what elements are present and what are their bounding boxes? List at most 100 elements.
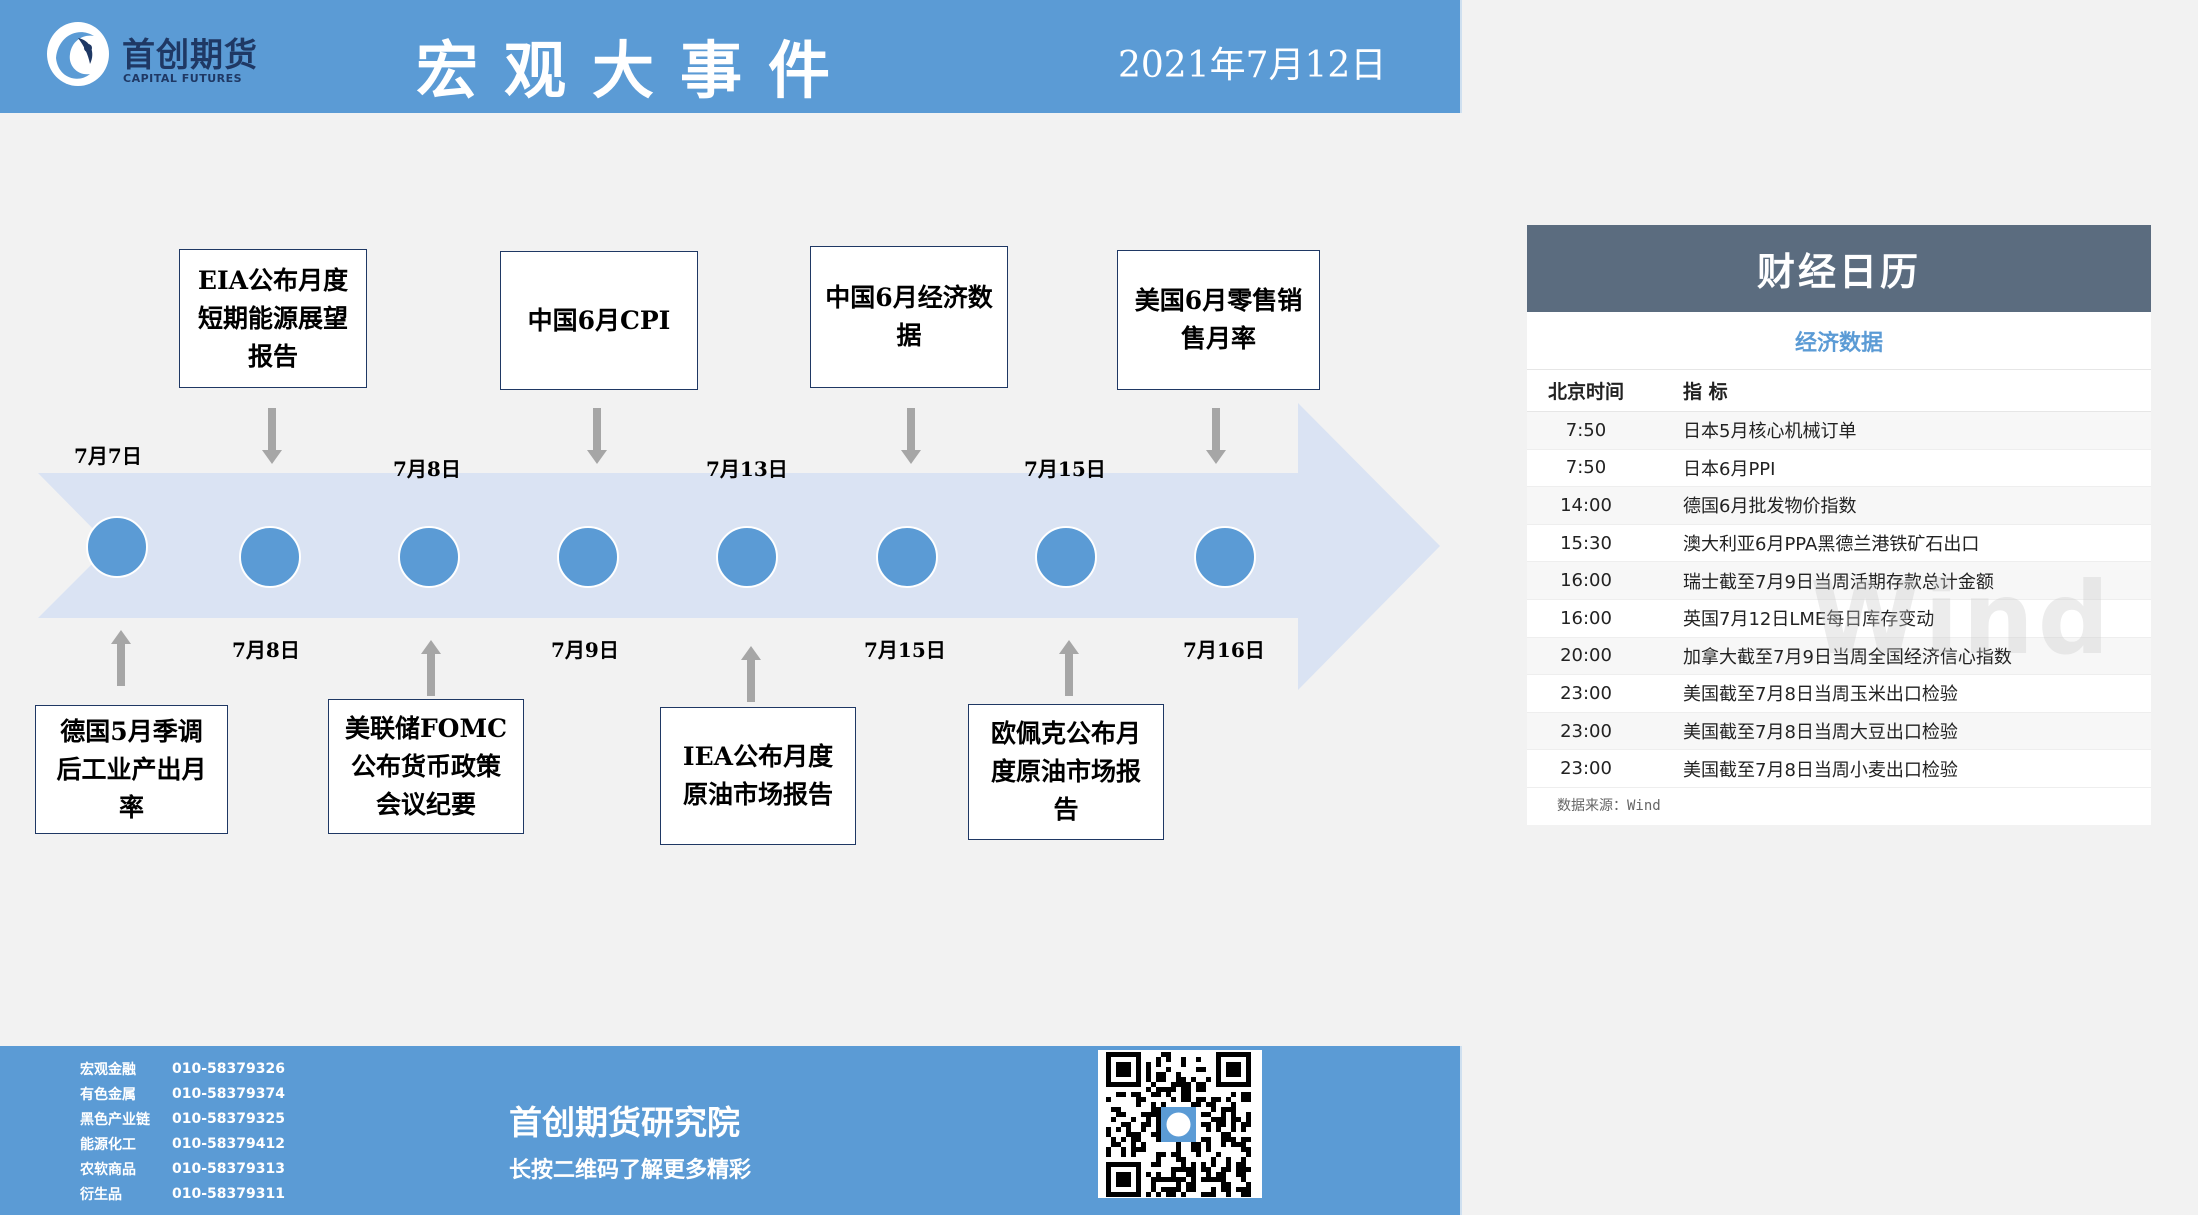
wind-watermark: Wind (1810, 560, 2114, 677)
timeline-node (398, 526, 460, 588)
row-item: 加拿大截至7月9日当周全国经济信心指数 (1683, 646, 2012, 668)
timeline-node (239, 526, 301, 588)
row-item: 澳大利亚6月PPA黑德兰港铁矿石出口 (1683, 534, 1980, 556)
calendar-rows: 7:50 日本5月核心机械订单 7:50 日本6月PPI 14:00 德国6月批发物价… (1527, 412, 2151, 788)
event-text: 据 (896, 321, 922, 350)
calendar-column-headers: 北京时间 指 标 (1527, 370, 2151, 412)
timeline-date-label: 7月9日 (551, 638, 619, 662)
arrow-up-icon (421, 640, 441, 696)
list-item: 农软商品 010-58379313 (80, 1156, 285, 1181)
row-time: 16:00 (1560, 570, 1612, 592)
row-item: 美国截至7月8日当周玉米出口检验 (1683, 684, 1958, 706)
logo-icon (47, 22, 109, 86)
event-text: 后工业产出月 (56, 754, 207, 784)
event-text: 公布货币政策 (350, 751, 501, 781)
contact-phone: 010-58379325 (172, 1110, 285, 1127)
event-text: 美联储FOMC (344, 713, 508, 743)
row-time: 7:50 (1565, 457, 1607, 479)
arrow-down-icon (262, 408, 282, 464)
list-item: 能源化工 010-58379412 (80, 1131, 285, 1156)
row-item: 美国截至7月8日当周小麦出口检验 (1683, 759, 1958, 781)
contact-phone: 010-58379412 (172, 1135, 285, 1152)
row-time: 14:00 (1560, 494, 1612, 516)
contact-phone: 010-58379313 (172, 1160, 285, 1177)
contact-phone: 010-58379311 (172, 1185, 285, 1202)
event-text: 德国5月季调 (60, 716, 203, 746)
row-time: 15:30 (1560, 532, 1612, 554)
event-text: 短期能源展望 (197, 303, 348, 333)
data-source-note: 数据来源：Wind (1557, 797, 1661, 814)
row-item: 美国截至7月8日当周大豆出口检验 (1683, 722, 1958, 744)
event-box: EIA公布月度 短期能源展望 报告 (179, 249, 367, 388)
arrow-down-icon (1206, 408, 1226, 464)
contact-dept: 农软商品 (80, 1161, 136, 1178)
contact-dept: 有色金属 (80, 1086, 136, 1103)
row-item: 日本5月核心机械订单 (1683, 421, 1857, 443)
contact-dept: 能源化工 (80, 1136, 136, 1153)
row-item: 瑞士截至7月9日当周活期存款总计金额 (1683, 571, 1994, 593)
timeline-node (1035, 526, 1097, 588)
calendar-subtitle: 经济数据 (1527, 312, 2151, 370)
event-box: 德国5月季调 后工业产出月 率 (35, 705, 228, 834)
event-text: 欧佩克公布月 (990, 719, 1141, 748)
event-box: 美国6月零售销 售月率 (1117, 250, 1320, 390)
table-row: 20:00 加拿大截至7月9日当周全国经济信心指数 (1527, 637, 2151, 676)
row-item: 德国6月批发物价指数 (1683, 496, 1857, 518)
event-text: 度原油市场报 (990, 757, 1141, 786)
timeline-node (1194, 526, 1256, 588)
table-row: 16:00 瑞士截至7月9日当周活期存款总计金额 (1527, 562, 2151, 600)
row-item: 日本6月PPI (1683, 458, 1776, 480)
event-box: 欧佩克公布月 度原油市场报 告 (968, 704, 1164, 840)
row-item: 英国7月12日LME每日库存变动 (1683, 609, 1935, 631)
footer-title: 首创期货研究院 (509, 1103, 740, 1142)
page-title: 宏观大事件 (416, 34, 857, 107)
event-box: 中国6月CPI (500, 251, 698, 390)
row-time: 7:50 (1565, 419, 1607, 441)
row-time: 23:00 (1560, 720, 1612, 742)
timeline-date-label: 7月15日 (864, 638, 946, 662)
row-time: 23:00 (1560, 758, 1612, 780)
table-row: 16:00 英国7月12日LME每日库存变动 (1527, 600, 2151, 638)
timeline-date-label: 7月15日 (1024, 457, 1106, 481)
table-row: 23:00 美国截至7月8日当周小麦出口检验 (1527, 750, 2151, 788)
calendar-title: 财经日历 (1527, 225, 2151, 312)
arrow-up-icon (1059, 640, 1079, 696)
event-text: EIA公布月度 (197, 265, 349, 295)
qr-code-icon (1106, 1052, 1251, 1197)
timeline-date-label: 7月13日 (706, 457, 788, 481)
table-row: 14:00 德国6月批发物价指数 (1527, 487, 2151, 525)
event-timeline: 7月7日 7月8日 7月13日 7月15日 7月8日 7月9日 7月15日 7月… (35, 246, 1440, 845)
list-item: 宏观金融 010-58379326 (80, 1056, 285, 1081)
row-time: 16:00 (1560, 607, 1612, 629)
report-date: 2021年7月12日 (1118, 45, 1387, 86)
contact-dept: 宏观金融 (80, 1061, 136, 1078)
timeline-date-label: 7月16日 (1183, 638, 1265, 662)
column-header-item: 指 标 (1683, 381, 1728, 403)
event-text: 会议纪要 (375, 789, 476, 819)
table-row: 15:30 澳大利亚6月PPA黑德兰港铁矿石出口 (1527, 525, 2151, 563)
event-text: 中国6月CPI (527, 305, 671, 335)
header-bar: 首创期货 CAPITAL FUTURES 宏观大事件 2021年7月12日 (0, 0, 1462, 113)
timeline-date-label: 7月8日 (232, 638, 300, 662)
timeline-node (86, 516, 148, 578)
company-logo: 首创期货 CAPITAL FUTURES (44, 14, 264, 100)
arrow-up-icon (741, 646, 761, 702)
contact-phone: 010-58379374 (172, 1085, 285, 1102)
arrow-up-icon (111, 630, 131, 686)
event-text: 报告 (247, 341, 298, 371)
table-row: 7:50 日本5月核心机械订单 (1527, 412, 2151, 450)
economic-calendar: 财经日历 经济数据 北京时间 指 标 7:50 日本5月核心机械订单 7:50 日本… (1527, 225, 2151, 825)
contact-phone: 010-58379326 (172, 1060, 285, 1077)
event-text: 告 (1053, 795, 1079, 824)
row-time: 20:00 (1560, 645, 1612, 667)
table-row: 7:50 日本6月PPI (1527, 450, 2151, 488)
event-text: 率 (118, 792, 144, 822)
timeline-date-label: 7月7日 (74, 444, 142, 468)
event-box: IEA公布月度 原油市场报告 (660, 707, 856, 845)
timeline-node (876, 526, 938, 588)
qr-code[interactable] (1098, 1050, 1262, 1198)
